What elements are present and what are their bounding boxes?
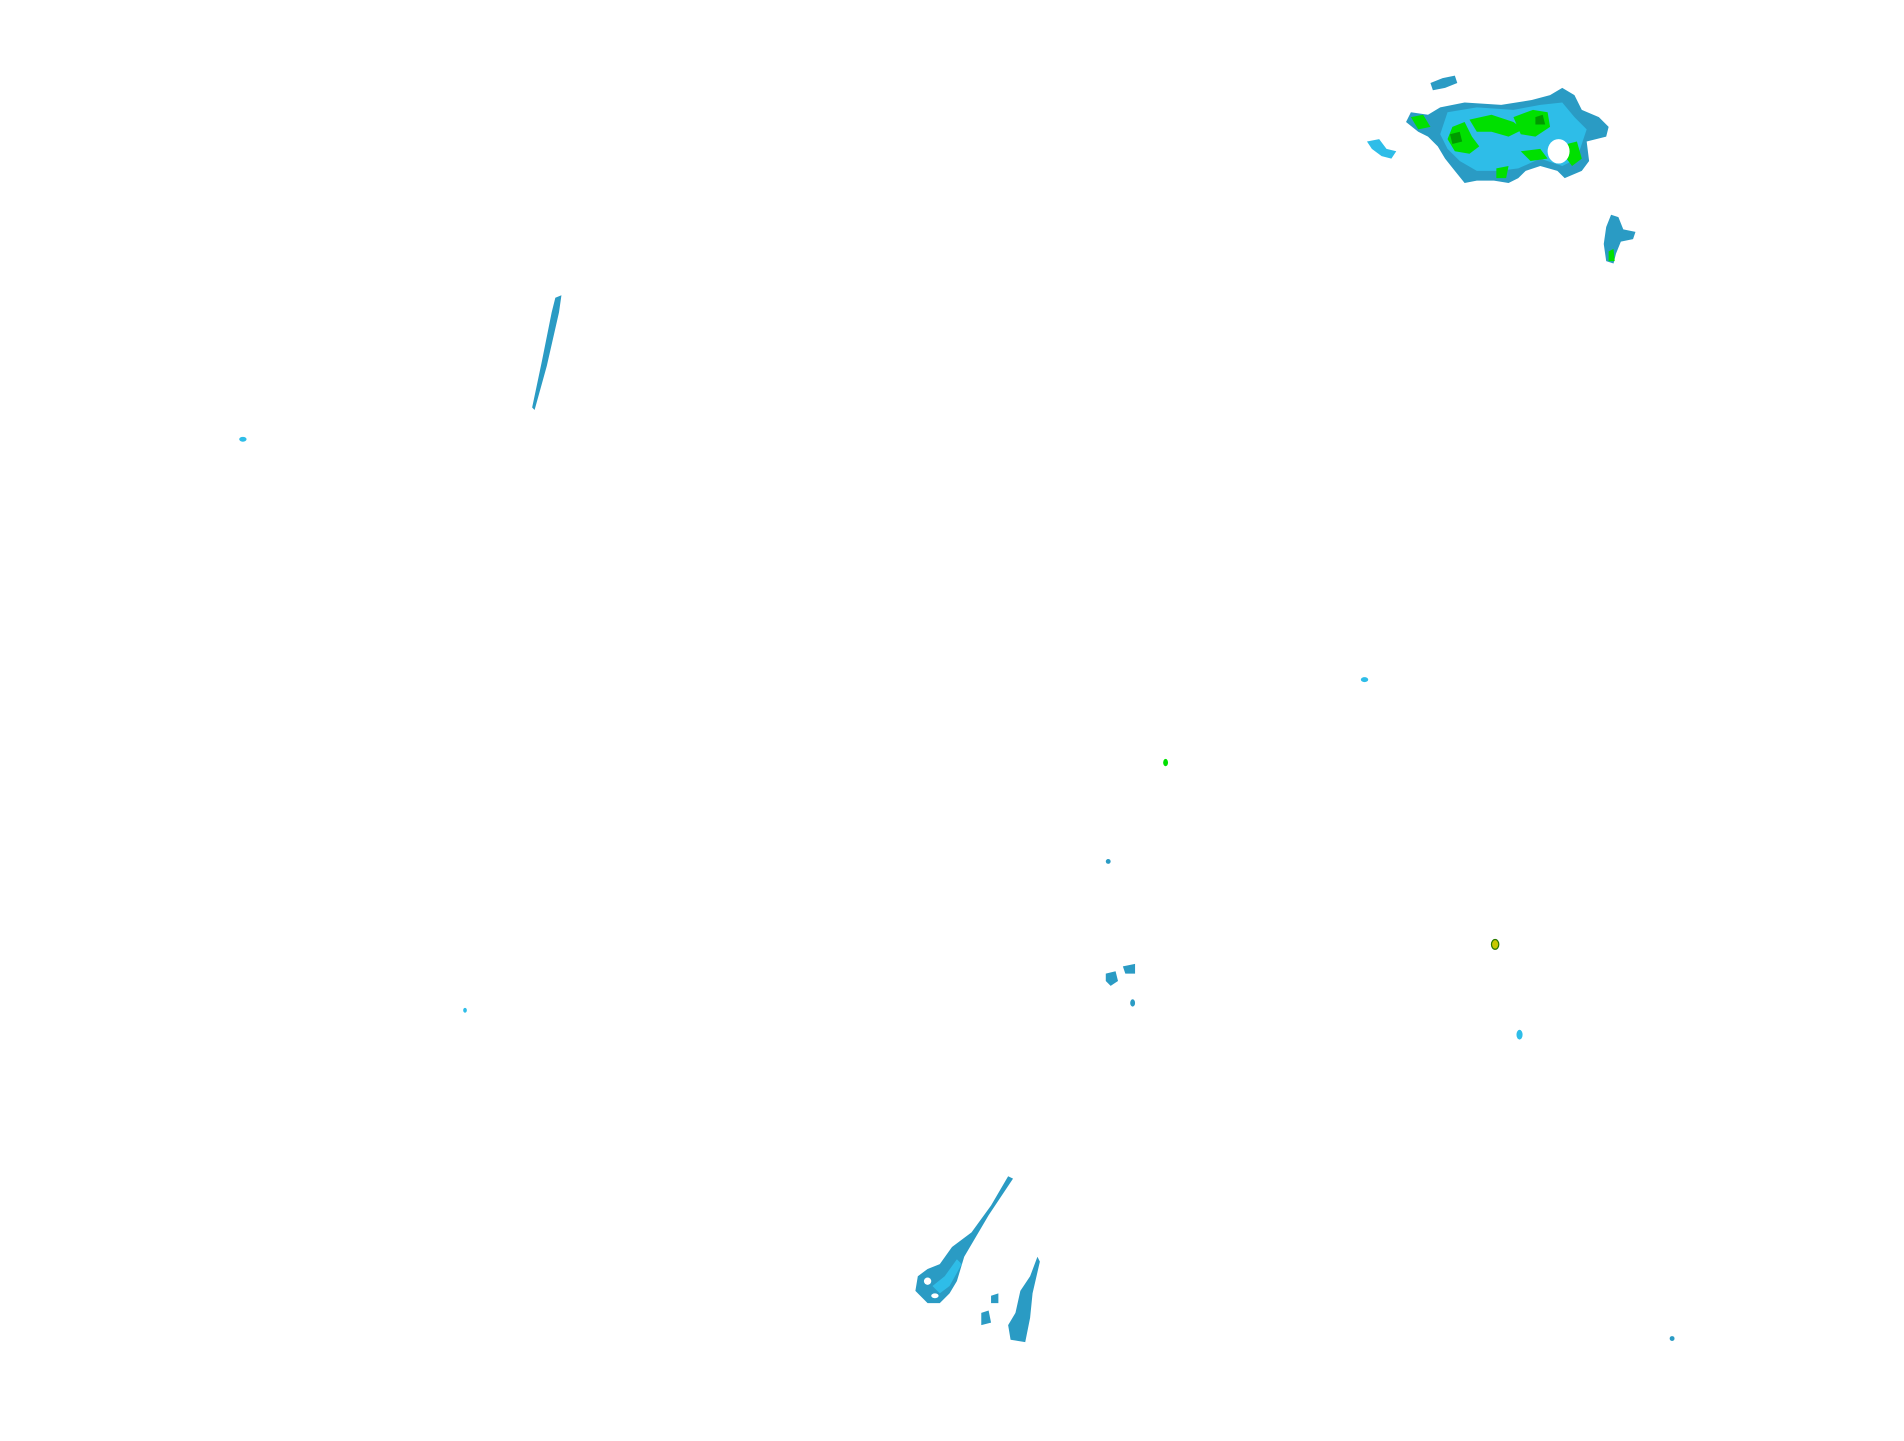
echo-strong xyxy=(1535,114,1546,125)
echo-light xyxy=(1366,139,1397,159)
echo-weak xyxy=(1008,1256,1040,1343)
echo-weak xyxy=(981,1310,992,1326)
echo-heavy xyxy=(1490,938,1500,950)
storm-streak-northwest xyxy=(239,295,562,442)
echo-light xyxy=(1360,677,1369,683)
echo-weak xyxy=(1669,1336,1675,1341)
echo-moderate xyxy=(1520,148,1548,162)
echo-strong xyxy=(1449,131,1463,144)
scattered-echoes xyxy=(463,677,1675,1341)
echo-light xyxy=(932,1259,962,1294)
echo-moderate xyxy=(1608,248,1615,262)
echo-moderate xyxy=(1447,122,1480,154)
echo-moderate xyxy=(1469,114,1524,137)
echo-light xyxy=(463,1007,467,1013)
echo-light xyxy=(239,436,247,442)
echo-light xyxy=(1516,1029,1523,1040)
echo-weak xyxy=(532,295,562,410)
echo-moderate xyxy=(1496,165,1509,179)
echo-weak xyxy=(915,1176,1014,1304)
echo-weak xyxy=(1105,858,1111,864)
echo-moderate xyxy=(1410,114,1431,130)
echo-moderate xyxy=(1163,758,1169,767)
echo-weak xyxy=(1130,999,1136,1007)
echo-weak xyxy=(1105,971,1118,986)
storm-cluster-northeast xyxy=(1366,75,1636,264)
echo-weak xyxy=(1603,214,1636,264)
storm-streaks-south xyxy=(915,1176,1040,1343)
echo-weak xyxy=(1430,75,1458,91)
echo-weak xyxy=(991,1293,999,1304)
echo-weak xyxy=(1122,963,1136,974)
